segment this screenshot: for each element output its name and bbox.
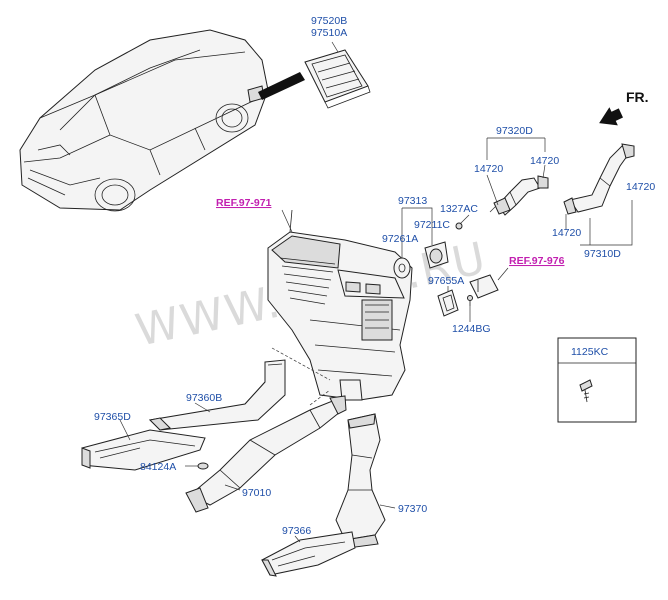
duct-97365D (81, 429, 206, 471)
part-label-1244BG[interactable]: 1244BG (452, 323, 491, 335)
actuator-parts (393, 222, 463, 279)
gasket-97655A (437, 274, 499, 317)
part-label-97366[interactable]: 97366 (282, 525, 311, 537)
leader-lines (119, 41, 633, 543)
bolt-inset-box (557, 337, 637, 423)
part-label-97211C[interactable]: 97211C (414, 219, 450, 231)
part-label-1125KC[interactable]: 1125KC (571, 346, 609, 358)
pointer-arrow (258, 72, 305, 100)
part-label-97520B[interactable]: 97520B (311, 15, 347, 27)
hvac-assembly (267, 209, 413, 401)
reference-label-97-976[interactable]: REF.97-976 (509, 255, 565, 267)
part-label-97370[interactable]: 97370 (398, 503, 427, 515)
part-label-97310D[interactable]: 97310D (584, 248, 621, 260)
hose-97320D (493, 175, 549, 216)
part-label-14720[interactable]: 14720 (626, 181, 655, 193)
duct-97370 (335, 413, 386, 549)
part-label-84124A[interactable]: 84124A (140, 461, 176, 473)
clip-84124A (197, 462, 209, 470)
part-label-14720[interactable]: 14720 (530, 155, 559, 167)
reference-label-97-971[interactable]: REF.97-971 (216, 197, 272, 209)
part-label-97510A[interactable]: 97510A (311, 27, 347, 39)
part-label-97313[interactable]: 97313 (398, 195, 427, 207)
part-label-97261A[interactable]: 97261A (382, 233, 418, 245)
part-label-14720[interactable]: 14720 (552, 227, 581, 239)
duct-97010 (185, 395, 347, 513)
duct-97366 (261, 531, 356, 577)
part-label-14720[interactable]: 14720 (474, 163, 503, 175)
hose-97310D (563, 143, 635, 215)
part-label-1327AC[interactable]: 1327AC (440, 203, 478, 215)
duct-97360B (148, 359, 286, 431)
car-illustration (19, 29, 269, 212)
direction-label: FR. (626, 89, 649, 105)
front-direction-arrow-icon (599, 107, 623, 126)
guide-line (309, 389, 331, 406)
vent-grille-part (304, 49, 371, 109)
part-label-97365D[interactable]: 97365D (94, 411, 131, 423)
guide-line (271, 347, 331, 381)
part-label-97320D[interactable]: 97320D (496, 125, 533, 137)
part-label-97655A[interactable]: 97655A (428, 275, 464, 287)
part-label-97360B[interactable]: 97360B (186, 392, 222, 404)
part-label-97010[interactable]: 97010 (242, 487, 271, 499)
